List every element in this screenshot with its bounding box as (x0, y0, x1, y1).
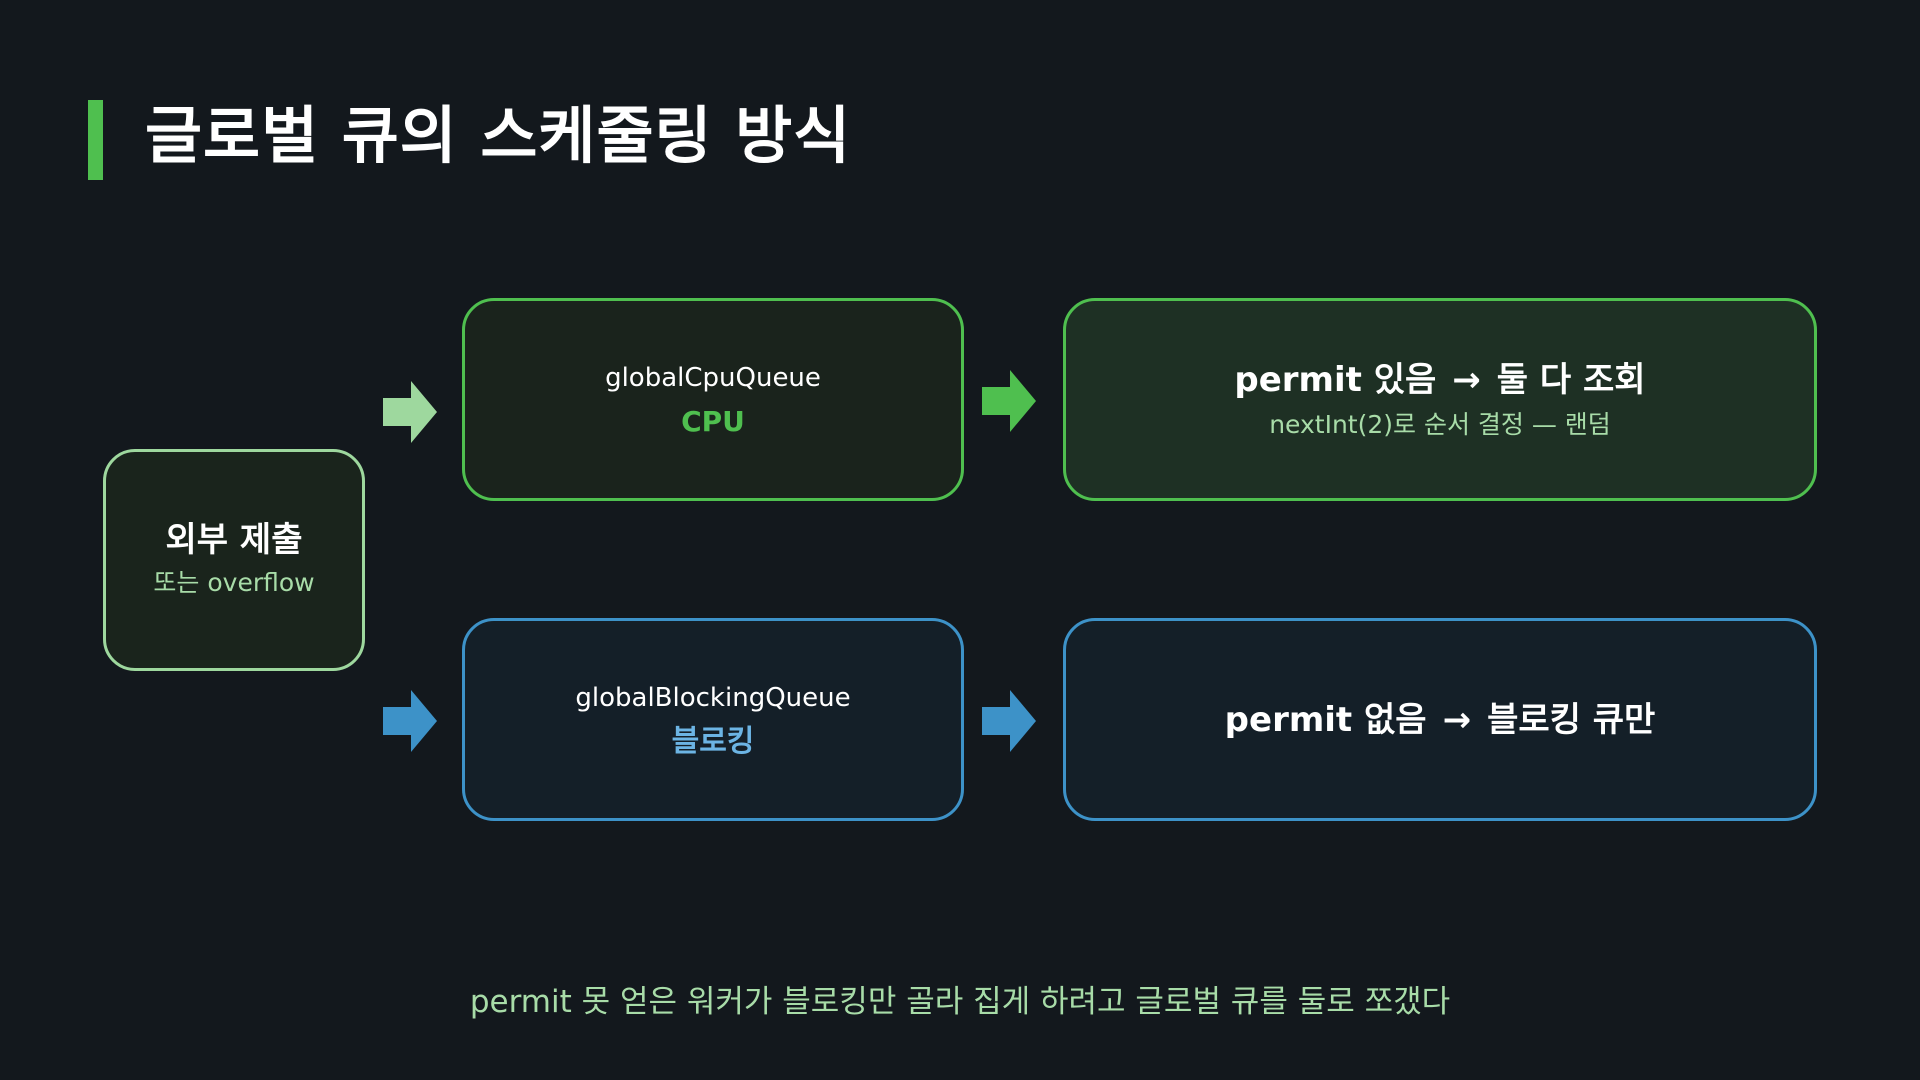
arrow-right-icon (383, 690, 437, 752)
blocking-queue-type: 블로킹 (671, 723, 755, 759)
permit-yes-detail: nextInt(2)로 순서 결정 — 랜덤 (1269, 409, 1611, 439)
permit-no-headline: permit 없음 → 블로킹 큐만 (1225, 695, 1656, 745)
arrow-right-icon (383, 381, 437, 443)
cpu-queue-name: globalCpuQueue (605, 362, 821, 393)
arrow-right-icon (982, 690, 1036, 752)
source-sub-label: 또는 overflow (153, 568, 315, 597)
permit-no-condition: permit 없음 (1224, 699, 1427, 740)
arrow-right-icon (982, 370, 1036, 432)
arrow-glyph: → (1442, 699, 1472, 740)
cpu-queue-type: CPU (681, 404, 745, 438)
permit-yes-condition: permit 있음 (1234, 359, 1437, 400)
title-accent-bar (88, 100, 103, 180)
permit-yes-box: permit 있음 → 둘 다 조회 nextInt(2)로 순서 결정 — 랜덤 (1063, 298, 1817, 501)
permit-yes-headline: permit 있음 → 둘 다 조회 (1234, 355, 1645, 405)
footer-caption: permit 못 얻은 워커가 블로킹만 골라 집게 하려고 글로벌 큐를 둘로… (469, 984, 1451, 1020)
source-label: 외부 제출 (165, 520, 303, 560)
permit-no-result: 블로킹 큐만 (1487, 699, 1656, 740)
blocking-queue-name: globalBlockingQueue (575, 682, 851, 713)
page-title: 글로벌 큐의 스케줄링 방식 (145, 99, 852, 172)
cpu-queue-box: globalCpuQueue CPU (462, 298, 964, 501)
permit-yes-result: 둘 다 조회 (1496, 359, 1646, 400)
blocking-queue-box: globalBlockingQueue 블로킹 (462, 618, 964, 821)
permit-no-box: permit 없음 → 블로킹 큐만 (1063, 618, 1817, 821)
source-box: 외부 제출 또는 overflow (103, 449, 365, 671)
arrow-glyph: → (1452, 359, 1481, 400)
